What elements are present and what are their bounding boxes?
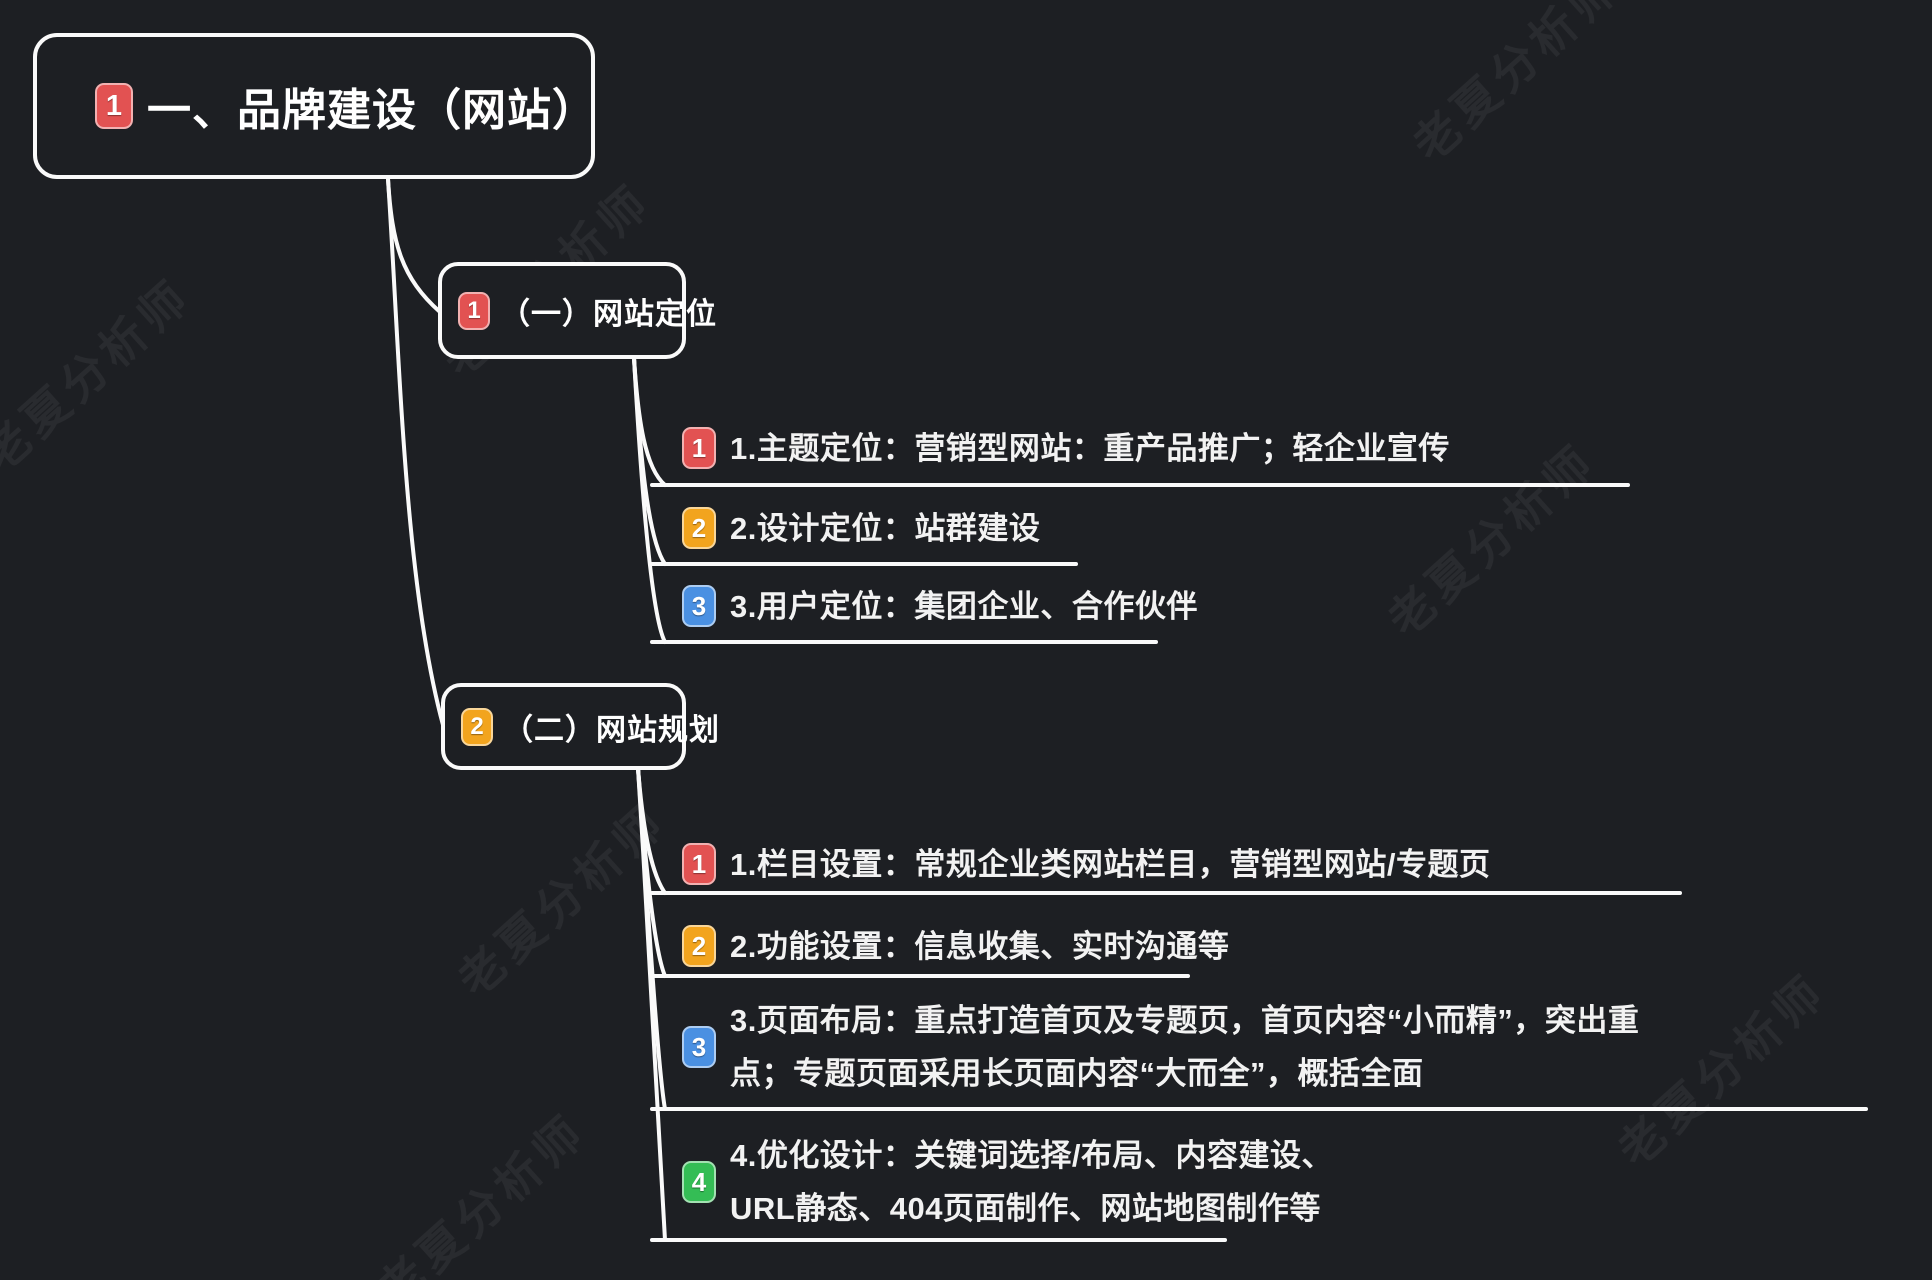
item-badge: 2 [682,507,716,549]
item-text: 1.主题定位：营销型网站：重产品推广；轻企业宣传 [730,430,1450,466]
root-label: 一、品牌建设（网站） [147,86,597,135]
branch-1-badge: 1 [458,291,490,330]
branch-1-label: （一）网站定位 [500,297,717,331]
item-text: URL静态、404页面制作、网站地图制作等 [730,1191,1321,1226]
root-badge: 1 [95,83,133,129]
item-underline [650,562,1078,566]
item-text: 3.用户定位：集团企业、合作伙伴 [730,588,1198,624]
leaf-item[interactable]: 4 4.优化设计：关键词选择/布局、内容建设、 URL静态、404页面制作、网站… [682,1132,1333,1232]
item-underline [650,640,1158,644]
leaf-item[interactable]: 3 3.用户定位：集团企业、合作伙伴 [682,578,1198,634]
watermark: 老夏分析师 [368,1103,597,1280]
branch-2-label: （二）网站规划 [503,713,720,747]
item-underline [650,974,1190,978]
item-badge: 2 [682,925,716,967]
item-text: 1.栏目设置：常规企业类网站栏目，营销型网站/专题页 [730,846,1491,882]
watermark: 老夏分析师 [0,268,202,482]
item-badge: 1 [682,843,716,885]
leaf-item[interactable]: 1 1.栏目设置：常规企业类网站栏目，营销型网站/专题页 [682,836,1490,892]
item-underline [650,891,1682,895]
item-badge: 3 [682,585,716,627]
item-badge: 4 [682,1161,716,1203]
leaf-item[interactable]: 2 2.功能设置：信息收集、实时沟通等 [682,918,1229,974]
item-text: 4.优化设计：关键词选择/布局、内容建设、 [730,1138,1333,1173]
item-underline [650,1107,1868,1111]
node-root[interactable]: 1 一、品牌建设（网站） [33,33,597,179]
item-text: 点；专题页面采用长页面内容“大而全”，概括全面 [730,1056,1424,1091]
item-text: 3.页面布局：重点打造首页及专题页，首页内容“小而精”，突出重 [730,1003,1640,1038]
item-text: 2.设计定位：站群建设 [730,510,1041,546]
item-badge: 3 [682,1026,716,1068]
node-branch-1[interactable]: 1 （一）网站定位 [438,262,716,359]
item-text: 2.功能设置：信息收集、实时沟通等 [730,928,1230,964]
leaf-item[interactable]: 1 1.主题定位：营销型网站：重产品推广；轻企业宣传 [682,420,1450,476]
branch-2-badge: 2 [461,707,493,746]
watermark: 老夏分析师 [1403,0,1632,172]
node-branch-2[interactable]: 2 （二）网站规划 [441,683,719,770]
watermark: 老夏分析师 [448,793,677,1007]
leaf-item[interactable]: 3 3.页面布局：重点打造首页及专题页，首页内容“小而精”，突出重 点；专题页面… [682,992,1639,1102]
leaf-item[interactable]: 2 2.设计定位：站群建设 [682,500,1040,556]
item-underline [650,1238,1227,1242]
item-underline [650,483,1630,487]
item-badge: 1 [682,427,716,469]
